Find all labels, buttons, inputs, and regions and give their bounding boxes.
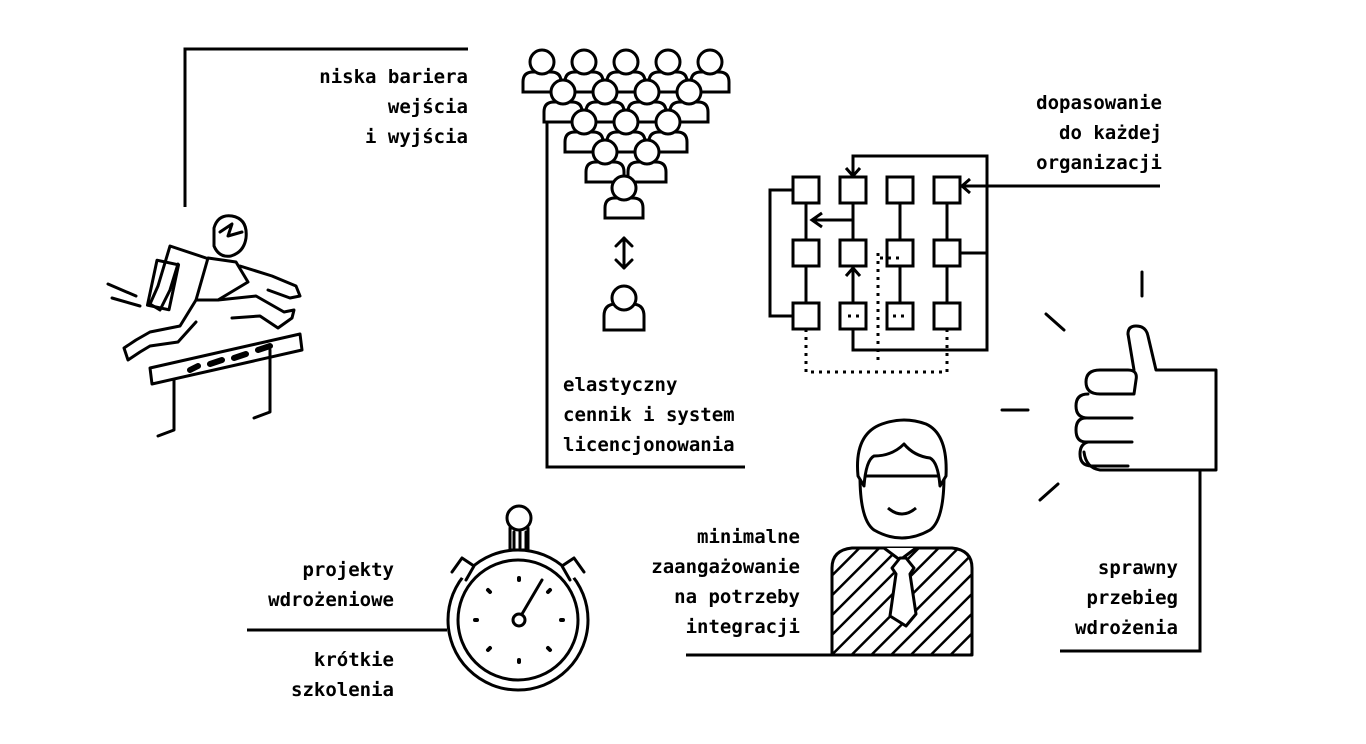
crowd-person-icon <box>668 78 710 124</box>
stopwatch-icon <box>446 504 590 692</box>
thumbs-up-icon <box>1000 270 1218 502</box>
label-line: organizacji <box>1036 152 1162 174</box>
double-arrow-icon <box>614 236 634 270</box>
label-line: szkolenia <box>291 679 394 701</box>
crowd-person-icon <box>603 174 645 220</box>
hurdler-icon <box>106 214 304 438</box>
label-line: do każdej <box>1059 122 1162 144</box>
label-line: niska bariera <box>319 66 468 88</box>
label-entry-barrier: niska bariera wejścia i wyjścia <box>319 62 468 152</box>
label-trainings: krótkie szkolenia <box>291 645 394 705</box>
crowd-person-icon <box>626 138 668 184</box>
label-line: projekty <box>302 559 394 581</box>
label-line: sprawny <box>1097 557 1178 579</box>
label-rollout: sprawny przebieg wdrożenia <box>1075 553 1178 643</box>
crowd-icon <box>521 48 731 220</box>
pricing-connector <box>545 107 745 469</box>
label-line: i wyjścia <box>365 126 468 148</box>
entry-barrier-connector <box>183 47 468 207</box>
label-line: wdrożenia <box>1075 617 1178 639</box>
businessman-icon <box>830 418 974 657</box>
rollout-connector <box>1060 469 1202 653</box>
label-line: zaangażowanie <box>651 556 800 578</box>
label-line: elastyczny <box>563 374 678 396</box>
label-line: wejścia <box>387 96 468 118</box>
crowd-person-icon <box>584 138 626 184</box>
label-line: na potrzeby <box>674 586 800 608</box>
label-line: integracji <box>685 616 800 638</box>
label-engagement: minimalne zaangażowanie na potrzeby inte… <box>651 522 800 642</box>
label-fit: dopasowanie do każdej organizacji <box>1036 88 1162 178</box>
label-projects: projekty wdrożeniowe <box>268 555 394 615</box>
label-line: cennik i system <box>563 404 735 426</box>
label-line: dopasowanie <box>1036 92 1162 114</box>
label-line: przebieg <box>1086 587 1178 609</box>
label-line: wdrożeniowe <box>268 589 394 611</box>
person-icon <box>602 284 646 332</box>
label-line: licencjonowania <box>563 434 735 456</box>
label-line: krótkie <box>313 649 394 671</box>
label-pricing: elastyczny cennik i system licencjonowan… <box>563 370 735 460</box>
connector-lines <box>183 47 1202 657</box>
label-line: minimalne <box>697 526 800 548</box>
flowchart-icon <box>768 154 989 374</box>
